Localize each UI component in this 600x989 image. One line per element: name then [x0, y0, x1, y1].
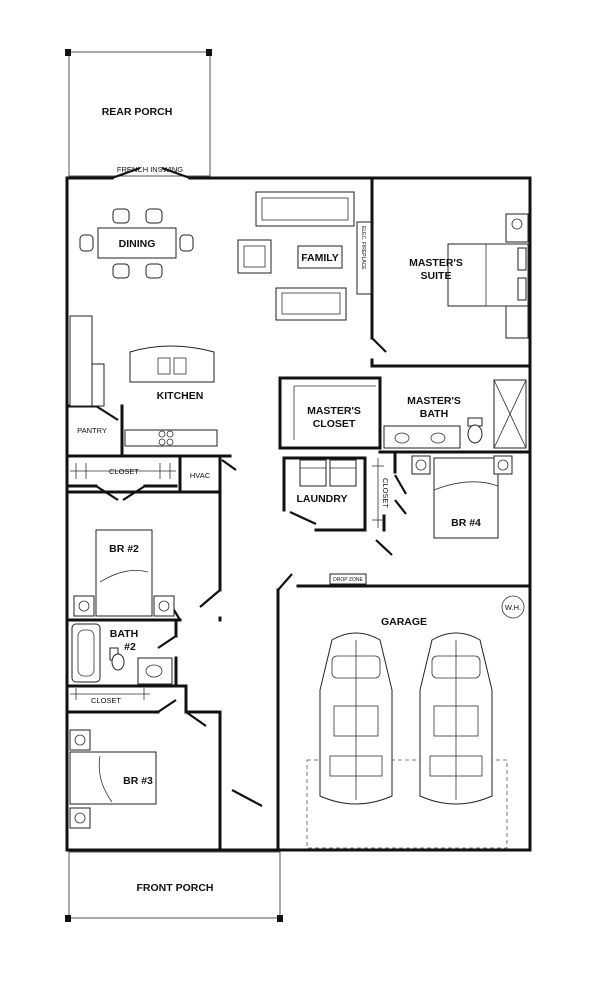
car-2: [419, 632, 493, 805]
bath2: BATH #2: [71, 623, 173, 685]
laundry: LAUNDRY CLOSET: [297, 458, 390, 528]
masters-suite-label-2: SUITE: [421, 270, 452, 282]
masters-closet-label-2: CLOSET: [313, 418, 356, 430]
br3-closet-label: CLOSET: [91, 696, 121, 705]
masters-bath-label-1: MASTER'S: [407, 395, 461, 407]
hall-closet-label: CLOSET: [109, 467, 139, 476]
masters-bath: MASTER'S BATH: [383, 379, 527, 449]
rear-porch-label: REAR PORCH: [102, 106, 173, 118]
bath2-label-2: #2: [124, 641, 136, 653]
french-inswing-label: FRENCH INSWING: [117, 165, 183, 174]
br2-label: BR #2: [109, 543, 139, 555]
bath2-label-1: BATH: [110, 628, 138, 640]
br4: BR #4: [411, 455, 513, 539]
laundry-closet-label: CLOSET: [381, 478, 390, 508]
front-porch-label: FRONT PORCH: [137, 882, 214, 894]
kitchen-fixtures: KITCHEN PANTRY: [69, 315, 218, 447]
family-label: FAMILY: [301, 252, 339, 264]
laundry-label: LAUNDRY: [297, 493, 348, 505]
front-porch: FRONT PORCH: [65, 851, 283, 922]
masters-suite-label-1: MASTER'S: [409, 257, 463, 269]
kitchen-label: KITCHEN: [157, 390, 204, 402]
water-heater-label: W.H.: [505, 603, 521, 612]
br4-label: BR #4: [451, 517, 481, 529]
br3: BR #3: [69, 729, 157, 829]
hall-closet: CLOSET HVAC: [70, 463, 211, 480]
br2: BR #2: [73, 529, 175, 617]
dining-label: DINING: [119, 238, 156, 250]
master-suite-bed: MASTER'S SUITE: [409, 213, 529, 339]
garage: DROP ZONE GARAGE W.H.: [306, 573, 525, 849]
exterior-walls: [65, 166, 532, 852]
garage-label: GARAGE: [381, 616, 427, 628]
masters-bath-label-2: BATH: [420, 408, 448, 420]
masters-closet: MASTER'S CLOSET: [293, 385, 376, 440]
br3-label: BR #3: [123, 775, 153, 787]
family-furniture: FAMILY ELEC. FIREPLACE: [237, 191, 372, 321]
car-1: [319, 632, 393, 805]
elec-fireplace-label: ELEC. FIREPLACE: [360, 226, 366, 270]
dining-table: DINING: [79, 208, 194, 279]
rear-porch: REAR PORCH FRENCH INSWING: [65, 49, 212, 177]
masters-closet-label-1: MASTER'S: [307, 405, 361, 417]
hvac-label: HVAC: [190, 471, 211, 480]
drop-zone-label: DROP ZONE: [333, 577, 363, 583]
br3-closet: CLOSET: [70, 688, 150, 705]
interior-walls: [65, 176, 532, 852]
pantry-label: PANTRY: [77, 426, 107, 435]
